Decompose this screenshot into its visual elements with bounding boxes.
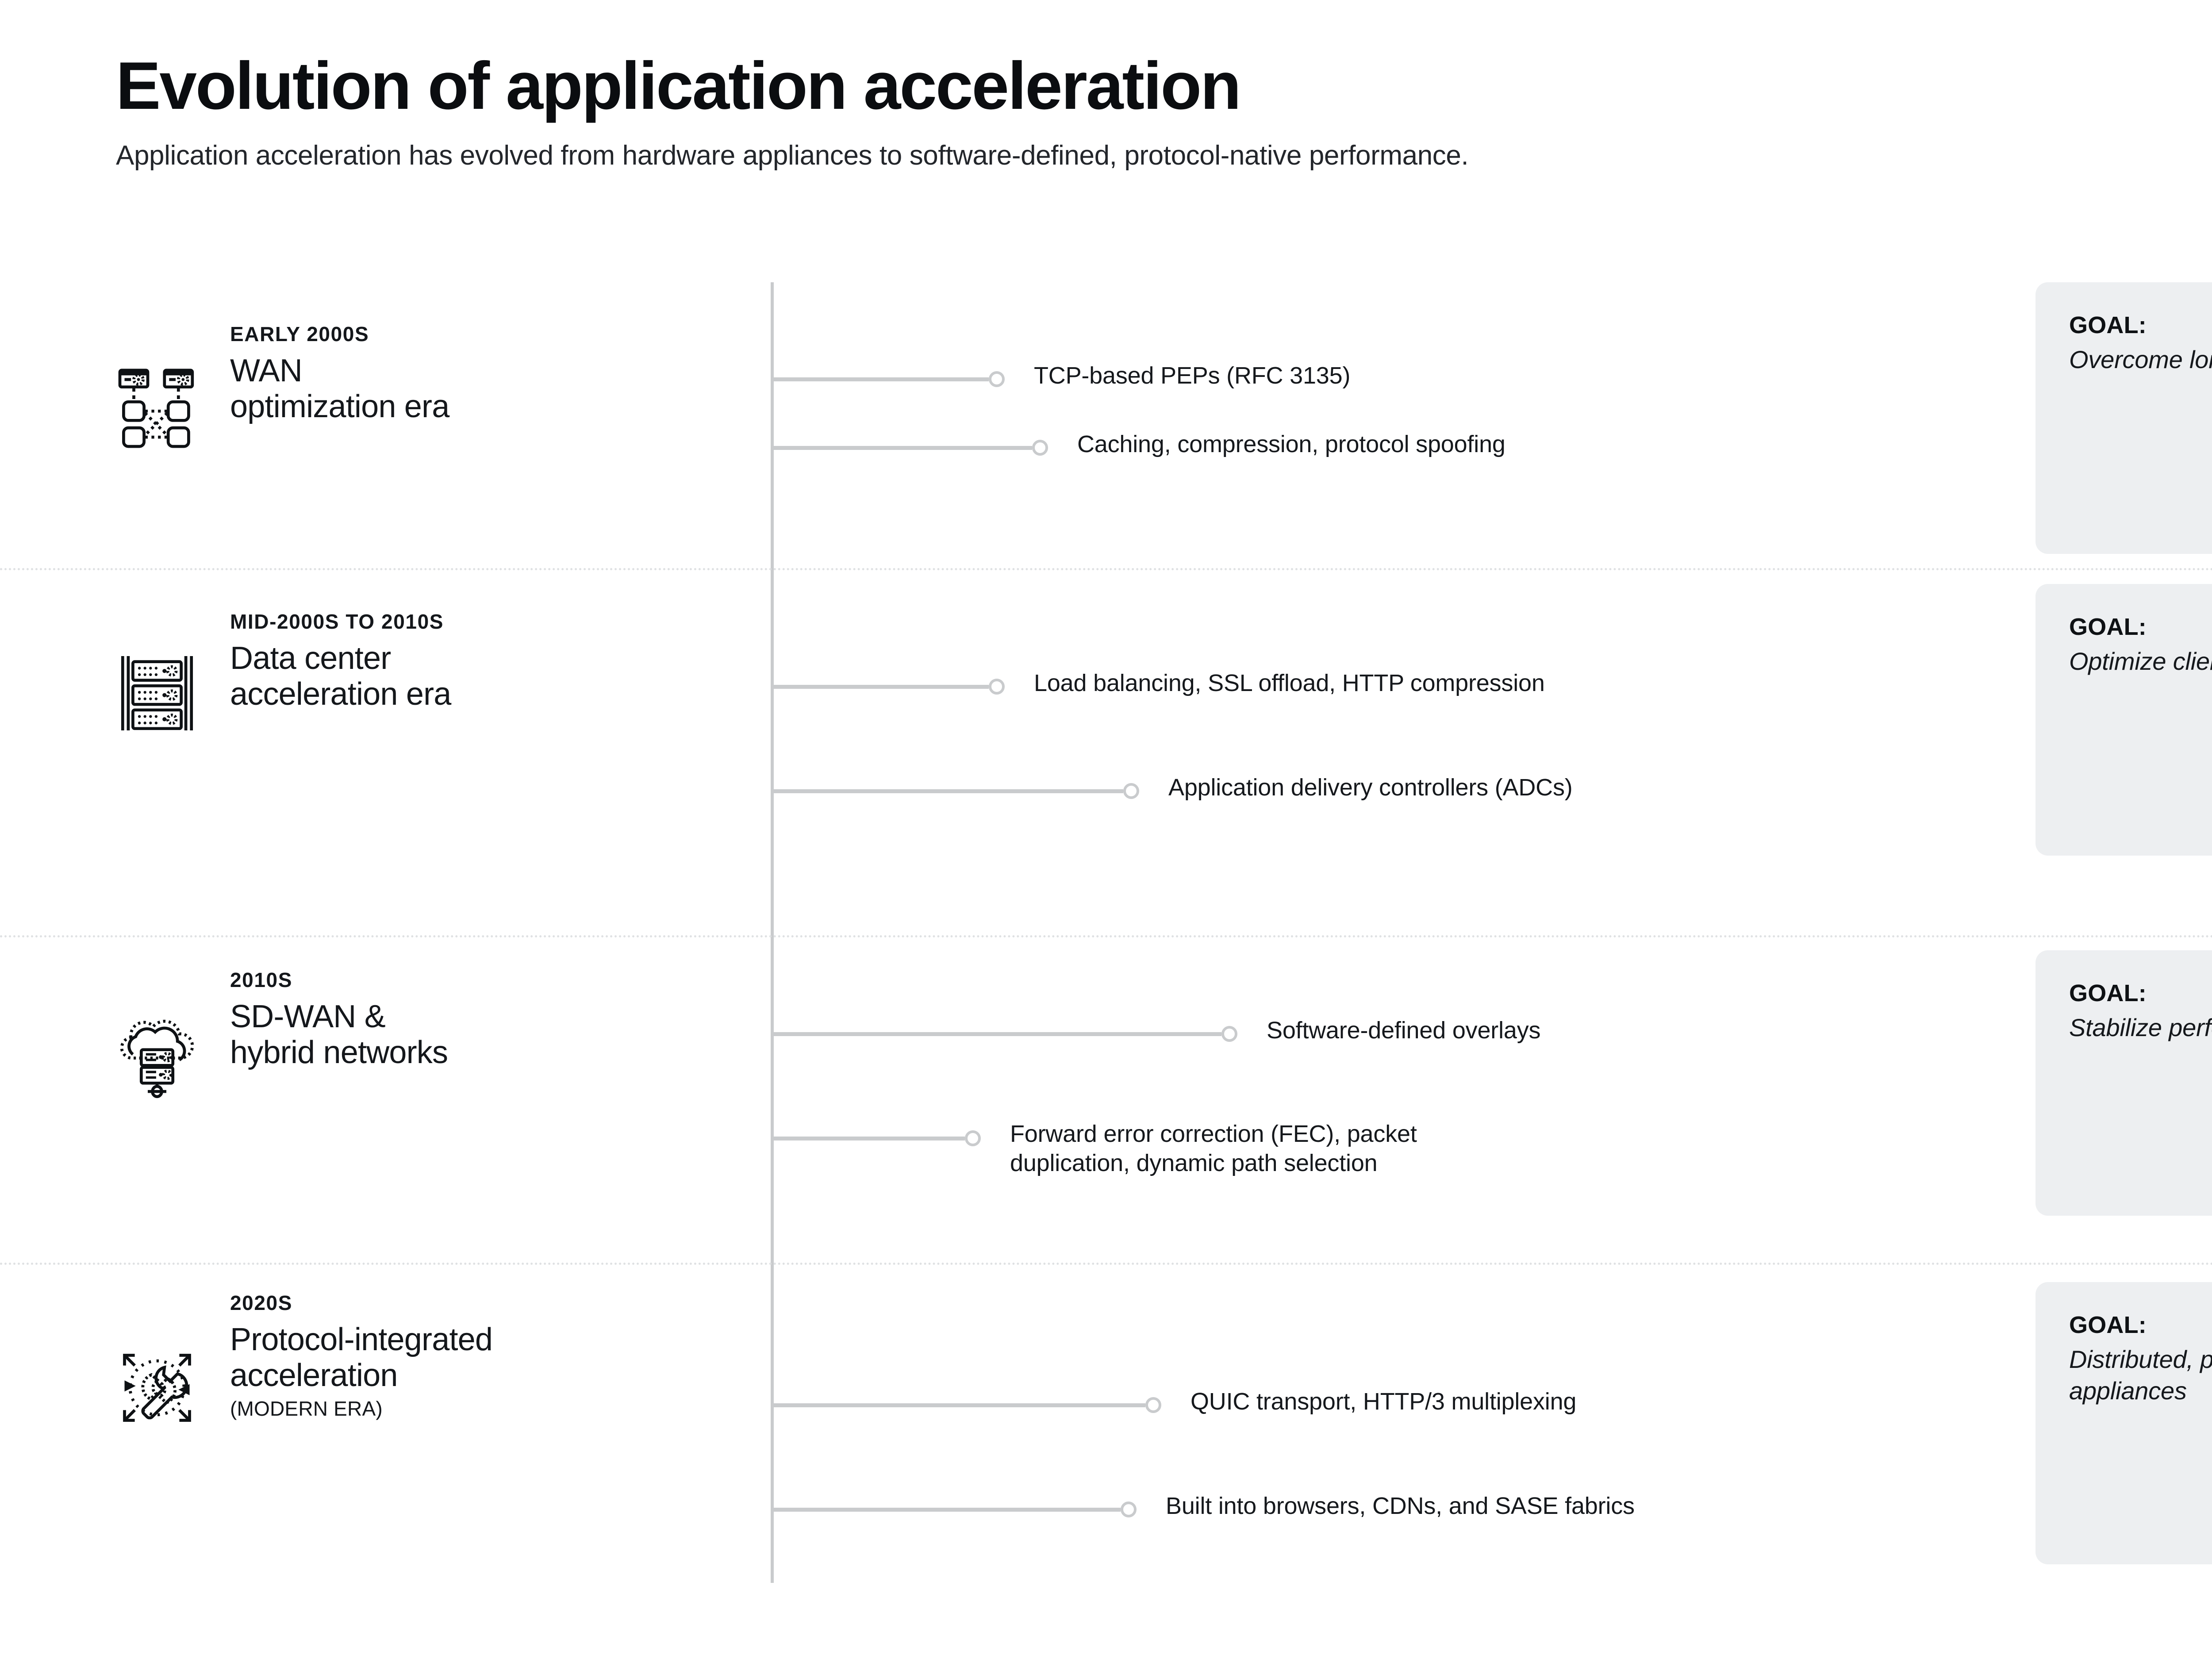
era-period-label: EARLY 2000s <box>230 323 369 346</box>
timeline-spine <box>771 282 774 1583</box>
goal-text: Overcome long-distance latency <box>2069 346 2212 373</box>
connector-line <box>774 1032 1221 1036</box>
connector-node <box>1221 1026 1237 1042</box>
goal-label: GOAL: <box>2069 980 2147 1006</box>
milestone-text: QUIC transport, HTTP/3 multiplexing <box>1190 1388 1577 1415</box>
milestone-text: Application delivery controllers (ADCs) <box>1168 774 1573 801</box>
cloud-servers-icon <box>111 1006 204 1099</box>
era-labels: MID-2000s TO 2010s Data center accelerat… <box>230 610 726 713</box>
era-period-label: 2010s <box>230 968 293 991</box>
row-divider <box>0 935 2212 937</box>
era-column: MID-2000s TO 2010s Data center accelerat… <box>93 568 730 935</box>
era-name: WAN optimization era <box>230 353 449 425</box>
milestone-text: Load balancing, SSL offload, HTTP compre… <box>1034 670 1545 696</box>
server-rack-icon <box>111 647 204 740</box>
goal-label: GOAL: <box>2069 614 2147 640</box>
goal-text: Stabilize performance over broadband & m… <box>2069 1014 2212 1041</box>
milestone-text: TCP-based PEPs (RFC 3135) <box>1034 362 1351 389</box>
era-period-label: MID-2000s TO 2010s <box>230 610 444 633</box>
header: Evolution of application acceleration Ap… <box>116 52 2212 171</box>
milestone-text: Forward error correction (FEC), packet d… <box>1010 1121 1417 1176</box>
timeline-row: 2020s Protocol-integrated acceleration (… <box>0 1263 2212 1601</box>
era-name: Data center acceleration era <box>230 641 451 712</box>
connector-node <box>965 1130 981 1146</box>
page-title: Evolution of application acceleration <box>116 48 1241 123</box>
connector-line <box>774 1403 1145 1407</box>
connector-node <box>1145 1397 1161 1413</box>
milestone-text: Built into browsers, CDNs, and SASE fabr… <box>1166 1493 1635 1519</box>
milestone-text: Software-defined overlays <box>1267 1017 1541 1044</box>
milestone-text: Caching, compression, protocol spoofing <box>1077 431 1505 457</box>
goal-text: Distributed, protocol-native acceleratio… <box>2069 1345 2212 1405</box>
timeline-row: MID-2000s TO 2010s Data center accelerat… <box>0 568 2212 935</box>
goal-card: GOAL: Optimize client–server performance… <box>2035 584 2212 856</box>
goal-card: GOAL: Stabilize performance over broadba… <box>2035 950 2212 1216</box>
connector-line <box>774 789 1123 793</box>
connector-line <box>774 685 989 689</box>
era-name: SD-WAN & hybrid networks <box>230 999 448 1071</box>
timeline-row: 2010s SD-WAN & hybrid networks Software-… <box>0 935 2212 1263</box>
connector-node <box>1123 783 1139 799</box>
era-period-label: 2020s <box>230 1291 293 1314</box>
era-name: Protocol-integrated acceleration <box>230 1322 493 1394</box>
goal-label: GOAL: <box>2069 1312 2147 1338</box>
connector-line <box>774 1137 965 1141</box>
connector-line <box>774 446 1032 450</box>
era-column: 2010s SD-WAN & hybrid networks <box>93 935 730 1263</box>
connector-line <box>774 377 989 381</box>
goal-text: Optimize client–server performance insid… <box>2069 647 2212 675</box>
connector-node <box>989 679 1005 695</box>
row-divider <box>0 568 2212 570</box>
row-divider <box>0 1263 2212 1265</box>
timeline: EARLY 2000s WAN optimization era TCP-bas… <box>0 274 2212 1601</box>
network-topology-icon <box>111 362 204 455</box>
goal-card: GOAL: Overcome long-distance latency <box>2035 282 2212 554</box>
wrench-expand-icon <box>111 1341 204 1434</box>
goal-card: GOAL: Distributed, protocol-native accel… <box>2035 1282 2212 1564</box>
era-column: EARLY 2000s WAN optimization era <box>93 274 730 568</box>
era-labels: 2020s Protocol-integrated acceleration (… <box>230 1291 726 1421</box>
goal-label: GOAL: <box>2069 312 2147 338</box>
connector-node <box>1032 440 1048 456</box>
era-labels: 2010s SD-WAN & hybrid networks <box>230 968 726 1071</box>
page-subtitle: Application acceleration has evolved fro… <box>116 140 1469 171</box>
era-column: 2020s Protocol-integrated acceleration (… <box>93 1263 730 1601</box>
era-sub-label: (MODERN ERA) <box>230 1397 383 1420</box>
connector-line <box>774 1508 1121 1512</box>
era-labels: EARLY 2000s WAN optimization era <box>230 322 726 425</box>
timeline-row: EARLY 2000s WAN optimization era TCP-bas… <box>0 274 2212 568</box>
connector-node <box>1121 1502 1137 1517</box>
connector-node <box>989 371 1005 387</box>
